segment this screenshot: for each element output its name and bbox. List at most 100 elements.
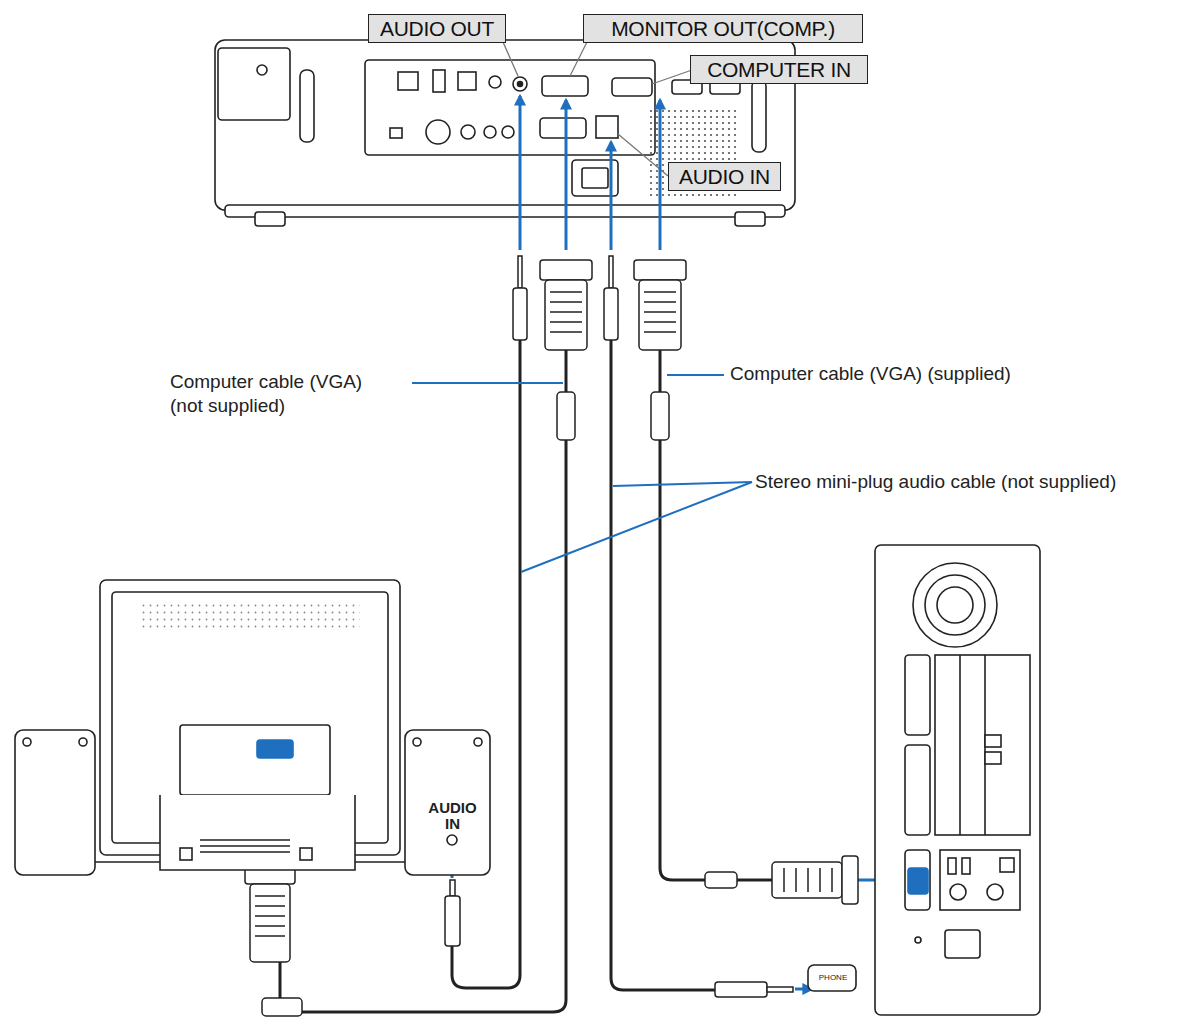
computer-tower	[808, 545, 1040, 1015]
computer-tower	[940, 850, 1020, 910]
projector	[752, 80, 766, 152]
projector	[542, 76, 588, 96]
speaker	[95, 861, 405, 863]
speaker	[474, 738, 482, 746]
cable-plug	[557, 392, 575, 440]
computer-tower	[908, 868, 928, 894]
connection-arrow	[565, 100, 568, 250]
cable-label: Computer cable (VGA) (supplied)	[730, 362, 1110, 386]
computer-tower	[987, 884, 1003, 900]
projector	[300, 70, 314, 142]
cable-plug	[518, 256, 522, 288]
projector	[513, 77, 527, 91]
speaker	[23, 738, 31, 746]
monitor	[180, 848, 192, 860]
jack-label: PHONE	[810, 973, 856, 983]
computer-tower	[808, 965, 856, 991]
cable	[660, 350, 772, 880]
monitor	[257, 740, 293, 758]
cable-plug	[767, 987, 793, 992]
speaker	[413, 738, 421, 746]
speaker	[15, 730, 490, 875]
port-label: AUDIO OUT	[380, 17, 494, 41]
computer-tower	[913, 563, 997, 647]
leader-line	[412, 382, 563, 384]
cable-plug	[262, 998, 302, 1016]
projector	[426, 120, 450, 144]
computer-tower	[925, 575, 985, 635]
computer-tower	[915, 937, 921, 943]
cable	[452, 340, 520, 988]
projector	[390, 128, 402, 138]
cable-plug	[545, 280, 587, 350]
leader-line	[521, 482, 752, 572]
computer-tower	[985, 735, 1001, 747]
computer-tower	[937, 587, 973, 623]
computer-tower	[875, 545, 1040, 1015]
cable-plug	[784, 868, 832, 892]
cable-plug	[705, 872, 737, 888]
callout-box: AUDIO IN	[668, 162, 781, 191]
leader-line	[503, 42, 692, 176]
computer-tower	[935, 655, 1030, 835]
cable-label: Stereo mini-plug audio cable (not suppli…	[755, 470, 1185, 494]
projector	[398, 72, 418, 90]
computer-tower	[948, 858, 956, 874]
cable-plug	[644, 292, 676, 332]
monitor	[180, 725, 330, 795]
leader-line	[503, 42, 518, 76]
projector	[502, 126, 514, 138]
leader-line	[613, 482, 752, 486]
cable	[611, 340, 715, 990]
computer-tower	[905, 655, 930, 735]
projector	[582, 168, 608, 188]
connection-arrow	[659, 100, 662, 250]
port-label: MONITOR OUT(COMP.)	[611, 17, 835, 41]
computer-tower	[985, 752, 1001, 764]
callout-box: AUDIO OUT	[368, 14, 506, 43]
computer-tower	[960, 655, 985, 835]
cable-plug	[609, 256, 613, 288]
projector	[255, 212, 285, 226]
monitor	[300, 848, 312, 860]
connection-arrow	[610, 142, 613, 250]
leader-line	[570, 42, 587, 76]
speaker	[405, 730, 490, 875]
cable-plug	[445, 896, 460, 946]
callout-box: MONITOR OUT(COMP.)	[583, 14, 863, 43]
port-label: AUDIO IN	[679, 165, 770, 189]
cable-plug	[550, 292, 582, 332]
monitor	[100, 580, 400, 870]
projector	[225, 205, 785, 217]
projector	[458, 72, 476, 90]
projector	[735, 212, 765, 226]
monitor	[140, 600, 360, 630]
cable-plug	[540, 260, 592, 280]
monitor	[160, 795, 355, 870]
computer-tower	[962, 858, 970, 874]
callout-box: COMPUTER IN	[690, 55, 868, 84]
cable-plug	[772, 862, 842, 898]
monitor	[200, 840, 290, 852]
computer-tower	[1000, 858, 1014, 872]
projector	[433, 70, 445, 92]
projector	[365, 60, 655, 155]
connection-arrow	[519, 96, 522, 250]
computer-tower	[905, 745, 930, 835]
computer-tower	[945, 930, 980, 958]
projector	[540, 118, 586, 138]
cable-plug	[842, 856, 858, 904]
projector	[596, 116, 618, 138]
projector	[218, 48, 290, 120]
projector	[612, 78, 652, 96]
cable-plug	[639, 280, 681, 350]
projector	[257, 65, 267, 75]
port-label: COMPUTER IN	[707, 58, 851, 82]
projector	[484, 126, 496, 138]
projector	[518, 82, 523, 87]
computer-tower	[950, 884, 966, 900]
speaker	[79, 738, 87, 746]
